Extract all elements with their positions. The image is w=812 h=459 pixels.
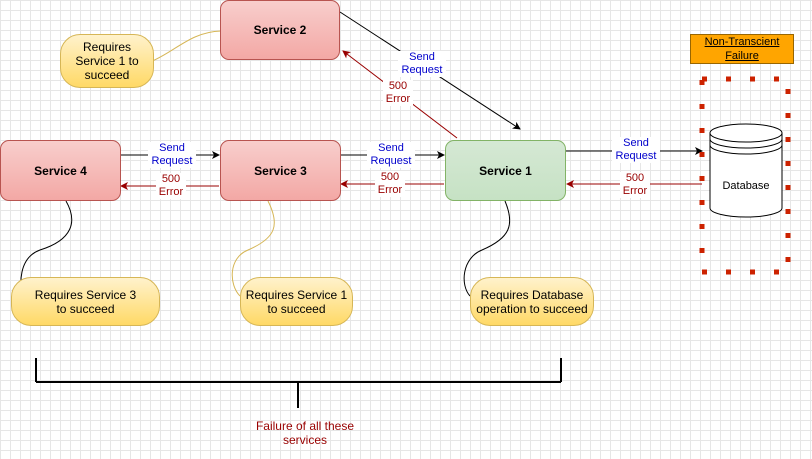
label-send-s2-s1: Send Request bbox=[398, 51, 446, 77]
note-service-1-text: Requires Database operation to succeed bbox=[476, 287, 588, 316]
note-service-4[interactable]: Requires Service 3 to succeed bbox=[11, 277, 160, 326]
note-service-4-text: Requires Service 3 to succeed bbox=[34, 287, 137, 316]
label-send-s1-db: Send Request bbox=[612, 137, 660, 163]
label-error-s1-s2: 500 Error bbox=[383, 80, 413, 106]
note-connector-s3 bbox=[231, 200, 275, 297]
database-label: Database bbox=[722, 180, 770, 192]
failure-caption: Failure of all these services bbox=[255, 419, 355, 447]
service-4-label: Service 4 bbox=[34, 163, 87, 178]
note-service-2-text: Requires Service 1 to succeed bbox=[75, 40, 139, 82]
note-service-3-text: Requires Service 1 to succeed bbox=[245, 287, 348, 316]
note-service-1[interactable]: Requires Database operation to succeed bbox=[470, 277, 594, 326]
non-transcient-failure-label[interactable]: Non-Transcient Failure bbox=[690, 34, 794, 64]
label-send-s3-s1: Send Request bbox=[367, 142, 415, 168]
label-error-s3-s4: 500 Error bbox=[156, 173, 186, 199]
service-1-label: Service 1 bbox=[479, 163, 532, 178]
note-service-3[interactable]: Requires Service 1 to succeed bbox=[240, 277, 353, 326]
service-4-node[interactable]: Service 4 bbox=[0, 140, 121, 201]
label-error-db-s1: 500 Error bbox=[620, 172, 650, 198]
note-connector-s1 bbox=[463, 200, 511, 297]
note-connector-s2 bbox=[149, 30, 222, 63]
note-service-2[interactable]: Requires Service 1 to succeed bbox=[60, 34, 154, 88]
service-2-label: Service 2 bbox=[253, 23, 307, 37]
non-transcient-failure-text: Non-Transcient Failure bbox=[704, 36, 780, 62]
service-2-node[interactable]: Service 2 bbox=[220, 0, 340, 60]
failure-bracket bbox=[35, 358, 562, 408]
service-3-label: Service 3 bbox=[254, 163, 307, 178]
database-cylinder bbox=[709, 123, 783, 218]
label-send-s4-s3: Send Request bbox=[148, 142, 196, 168]
service-3-node[interactable]: Service 3 bbox=[220, 140, 341, 201]
service-1-node[interactable]: Service 1 bbox=[445, 140, 566, 201]
label-error-s1-s3: 500 Error bbox=[375, 171, 405, 197]
